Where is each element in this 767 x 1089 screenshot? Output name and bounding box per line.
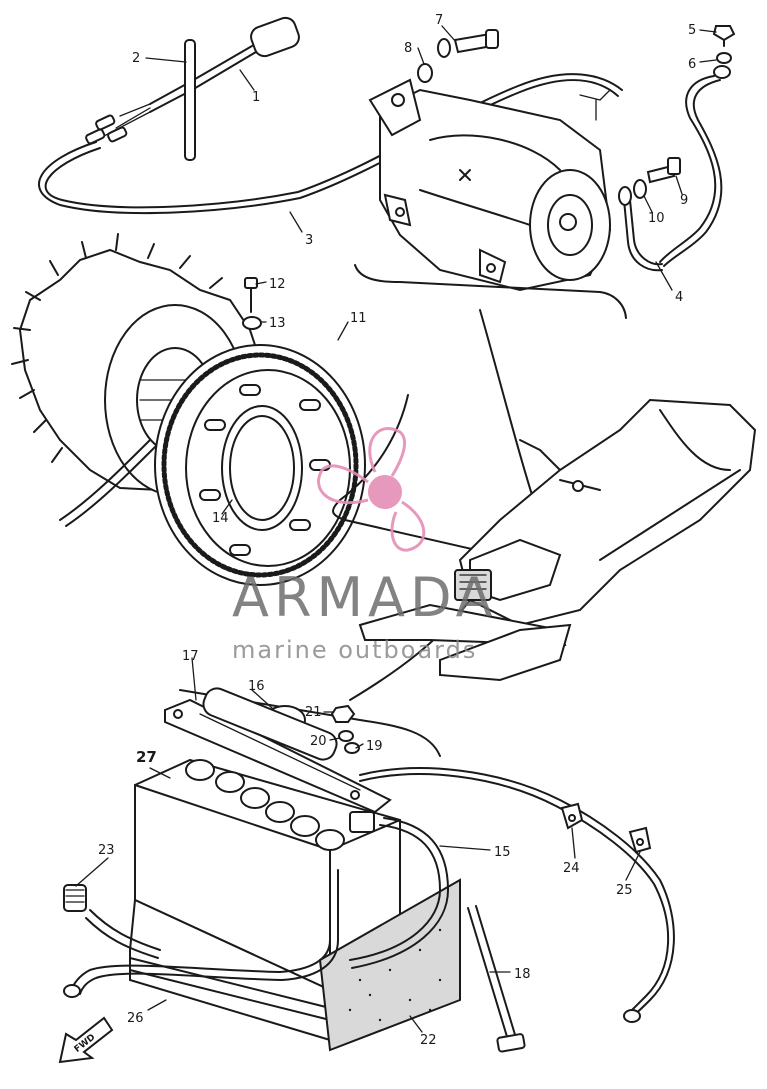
callout-24: 24 — [563, 861, 580, 876]
clamp-24 — [560, 802, 584, 830]
watermark-tagline: marine outboards — [232, 636, 478, 664]
callout-10: 10 — [648, 211, 665, 226]
battery-strap — [164, 698, 392, 814]
washer-10 — [633, 179, 647, 199]
callout-1: 1 — [252, 90, 260, 105]
callout-11: 11 — [350, 311, 367, 326]
bolt-7 — [437, 29, 499, 58]
cap-23 — [63, 884, 87, 912]
battery — [134, 758, 401, 992]
callout-14: 14 — [212, 511, 229, 526]
callout-21: 21 — [305, 705, 322, 720]
washer-13 — [242, 316, 262, 330]
positive-cable — [359, 767, 675, 1016]
starter-motor — [368, 78, 612, 292]
callout-23: 23 — [98, 843, 115, 858]
nut-21 — [330, 704, 356, 723]
leader-lines — [75, 25, 717, 1033]
callout-22: 22 — [420, 1033, 437, 1048]
control-box — [358, 398, 757, 682]
bolt-12 — [244, 277, 258, 313]
starter-cable — [38, 79, 619, 215]
callout-6: 6 — [688, 57, 696, 72]
callout-20: 20 — [310, 734, 327, 749]
callout-3: 3 — [305, 233, 313, 248]
callout-8: 8 — [404, 41, 412, 56]
washer-8 — [417, 63, 433, 83]
forward-arrow: FWD — [58, 1016, 114, 1064]
ground-cable-4 — [618, 65, 731, 272]
negative-cable — [63, 869, 339, 998]
callout-16: 16 — [248, 679, 265, 694]
callout-17: 17 — [182, 649, 199, 664]
callout-7: 7 — [435, 13, 443, 28]
callout-27: 27 — [136, 748, 157, 766]
battery-cover — [318, 878, 461, 1052]
bolt-5 — [712, 25, 736, 47]
callout-13: 13 — [269, 316, 286, 331]
callout-25: 25 — [616, 883, 633, 898]
washer-19 — [344, 742, 360, 754]
watermark-brand: ARMADA — [232, 566, 498, 629]
nut-6 — [716, 52, 732, 64]
starter-switch — [85, 16, 300, 161]
callout-26: 26 — [127, 1011, 144, 1026]
callout-9: 9 — [680, 193, 688, 208]
callout-2: 2 — [132, 51, 140, 66]
washer-20 — [338, 730, 354, 742]
callout-18: 18 — [514, 967, 531, 982]
bolt-9 — [646, 157, 681, 184]
callout-15: 15 — [494, 845, 511, 860]
callout-5: 5 — [688, 23, 696, 38]
armada-logo-icon — [317, 426, 426, 552]
ring-gear — [154, 344, 366, 586]
callout-4: 4 — [675, 290, 683, 305]
callout-12: 12 — [269, 277, 286, 292]
clamp-25 — [628, 826, 652, 854]
callout-19: 19 — [366, 739, 383, 754]
battery-pad — [202, 687, 338, 761]
